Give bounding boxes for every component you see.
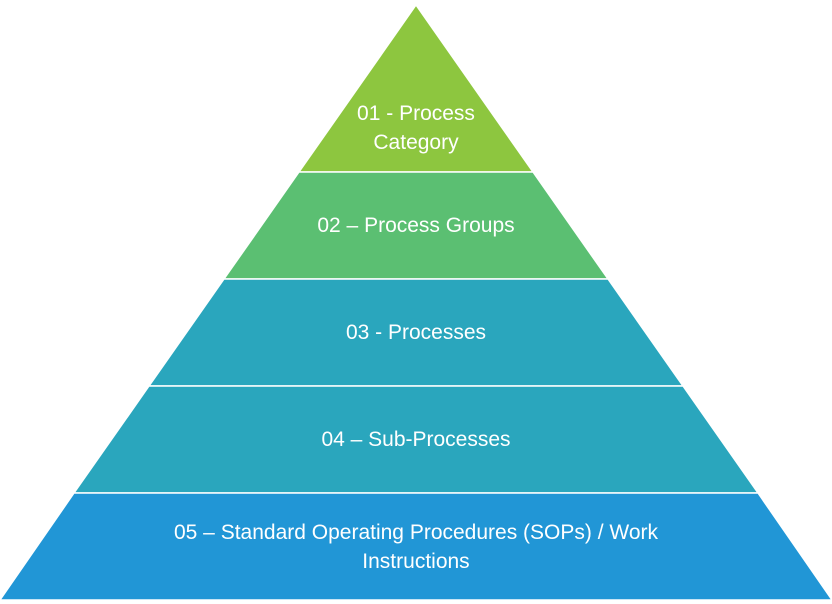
pyramid-level-1-shape — [297, 3, 535, 173]
pyramid-level-4-shape — [72, 385, 760, 494]
pyramid-level-2-shape — [222, 171, 610, 280]
pyramid-level-5-shape — [0, 492, 832, 601]
pyramid-level-3-shape — [147, 278, 685, 387]
